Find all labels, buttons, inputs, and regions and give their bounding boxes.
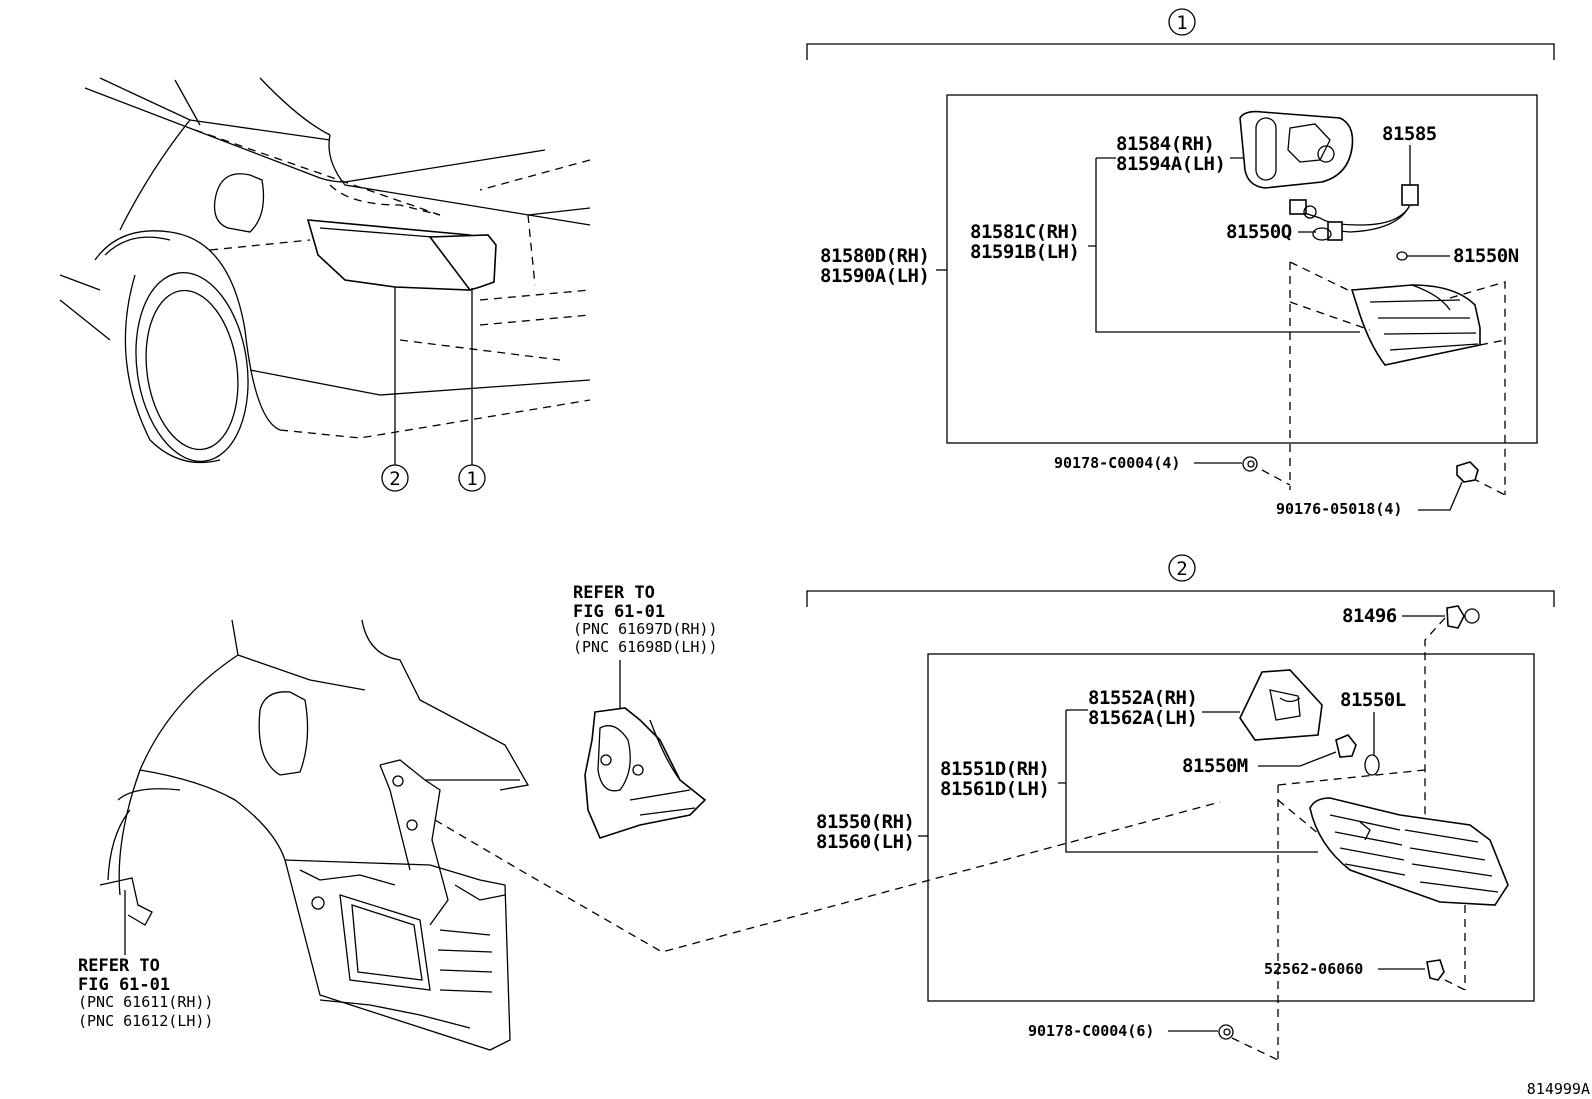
- group-2-callout: 2: [1176, 558, 1187, 580]
- group-2-lens-body-rh: 81551D(RH): [940, 758, 1049, 780]
- body-panel-illustration: REFER TO FIG 61-01 (PNC 61611(RH)) (PNC …: [78, 619, 1221, 1051]
- refer-lower-pnc-rh: (PNC 61611(RH)): [78, 993, 213, 1011]
- group-2-cover-rh: 81552A(RH): [1088, 687, 1197, 709]
- group-1-assembly-rh: 81580D(RH): [820, 245, 929, 267]
- group-1-cover-lh: 81594A(LH): [1116, 153, 1225, 175]
- group-2-bulb-l: 81550L: [1340, 689, 1406, 711]
- group-2-assembly-rh: 81550(RH): [816, 811, 914, 833]
- group-2-cover-lh: 81562A(LH): [1088, 707, 1197, 729]
- group-2-clip: 81496: [1342, 605, 1397, 627]
- group-1-lens-body-lh: 81591B(LH): [970, 241, 1079, 263]
- refer-upper-line1: REFER TO: [573, 583, 655, 603]
- group-2-socket-m: 81550M: [1182, 755, 1248, 777]
- car-rear-illustration: 2 1: [59, 77, 591, 492]
- refer-lower-line2: FIG 61-01: [78, 975, 170, 995]
- callout-1-label: 1: [466, 468, 477, 490]
- figure-id: 814999A: [1527, 1080, 1590, 1098]
- group-1-bulb-n: 81550N: [1453, 245, 1519, 267]
- group-2-section: 2 81496 81550(RH) 81560(LH) 81551D(RH) 8…: [806, 554, 1555, 1061]
- group-2-assembly-lh: 81560(LH): [816, 831, 914, 853]
- group-1-section: 1 81580D(RH) 81590A(LH) 81581C(RH) 81591…: [806, 8, 1555, 518]
- group-2-lens-body-lh: 81561D(LH): [940, 778, 1049, 800]
- refer-upper-pnc-rh: (PNC 61697D(RH)): [573, 620, 718, 638]
- group-1-socket-wire: 81585: [1382, 123, 1437, 145]
- refer-lower-line1: REFER TO: [78, 956, 160, 976]
- group-1-cover-rh: 81584(RH): [1116, 133, 1214, 155]
- bracket-illustration: REFER TO FIG 61-01 (PNC 61697D(RH)) (PNC…: [573, 583, 718, 839]
- group-1-nut: 90176-05018(4): [1276, 500, 1402, 518]
- group-1-screw: 90178-C0004(4): [1054, 454, 1180, 472]
- refer-lower-pnc-lh: (PNC 61612(LH)): [78, 1012, 213, 1030]
- refer-upper-line2: FIG 61-01: [573, 602, 665, 622]
- group-1-callout: 1: [1176, 12, 1187, 34]
- group-1-assembly-lh: 81590A(LH): [820, 265, 929, 287]
- refer-upper-pnc-lh: (PNC 61698D(LH)): [573, 638, 718, 656]
- group-2-retainer: 52562-06060: [1264, 960, 1363, 978]
- group-1-bulb-q: 81550Q: [1226, 221, 1292, 243]
- group-1-lens-body-rh: 81581C(RH): [970, 221, 1079, 243]
- callout-2-label: 2: [389, 468, 400, 490]
- group-2-screw: 90178-C0004(6): [1028, 1022, 1154, 1040]
